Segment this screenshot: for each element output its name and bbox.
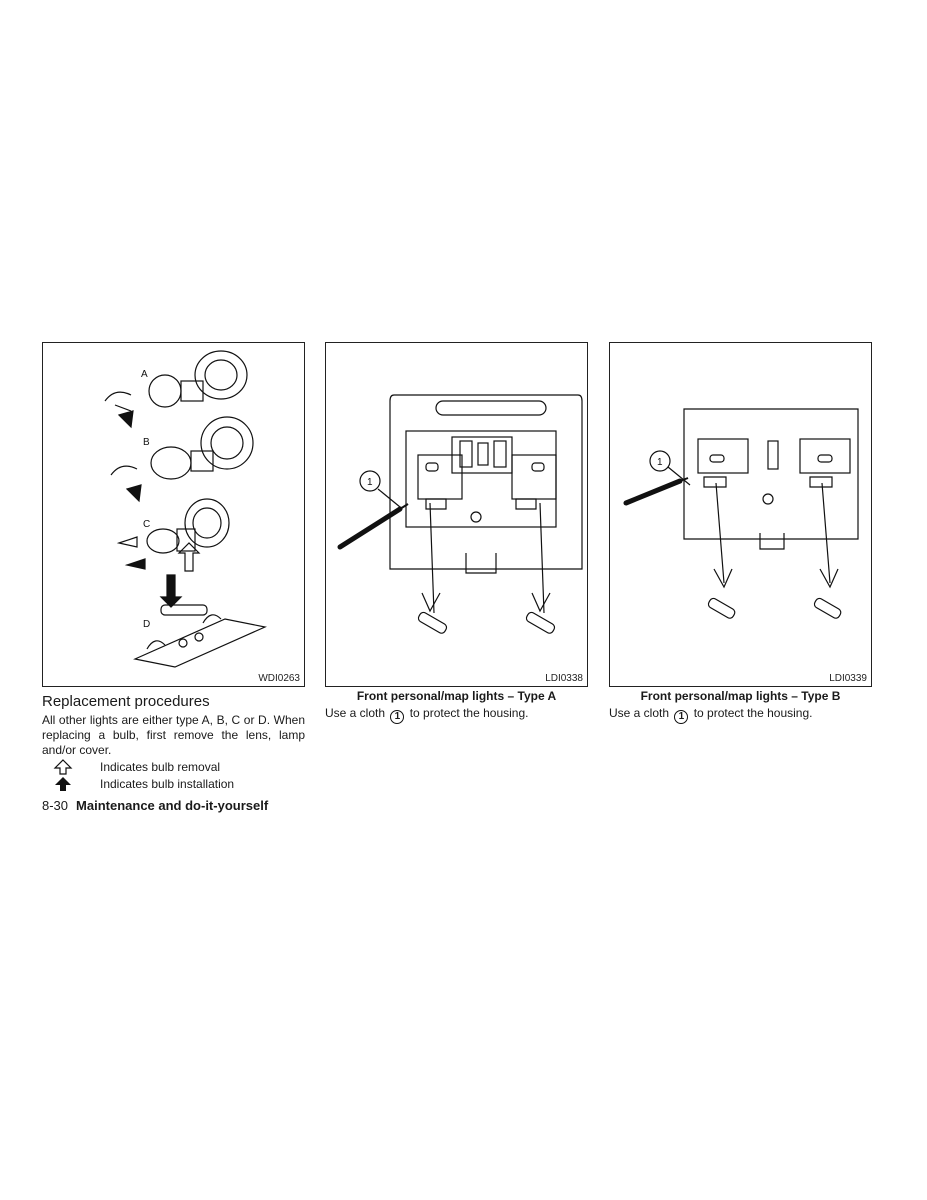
type-a-instruction: Use a cloth 1 to protect the housing. (325, 706, 595, 724)
legend-removal: Indicates bulb removal (52, 759, 220, 775)
legend-installation: Indicates bulb installation (52, 776, 234, 792)
figure-id: WDI0263 (258, 673, 300, 684)
outline-arrow-up-icon (53, 759, 73, 775)
type-b-caption: Front personal/map lights – Type B (640, 689, 841, 703)
bulb-types-figure: A B C D (42, 342, 305, 687)
callout-number: 1 (390, 710, 405, 724)
label-d: D (143, 619, 150, 630)
page-number: 8-30 (42, 798, 69, 813)
bulb-types-illustration: A B C D (104, 350, 267, 668)
page-footer: 8-30 Maintenance and do-it-yourself (42, 798, 268, 813)
legend-installation-text: Indicates bulb installation (100, 777, 235, 791)
callout-1: 1 (367, 477, 373, 488)
figure-id: LDI0339 (829, 673, 867, 684)
section-paragraph: All other lights are either type A, B, C… (42, 713, 305, 757)
instruction-after: to protect the housing. (409, 706, 529, 720)
section-heading: Replacement procedures (42, 693, 210, 710)
instruction-before: Use a cloth (609, 706, 670, 720)
figure-id: LDI0338 (545, 673, 583, 684)
callout-number: 1 (674, 710, 689, 724)
label-a: A (141, 369, 148, 380)
type-a-illustration: 1 (337, 394, 583, 634)
chapter-title: Maintenance and do-it-yourself (76, 798, 269, 813)
type-a-figure: 1 LDI0338 (325, 342, 588, 687)
label-c: C (143, 519, 150, 530)
type-b-instruction: Use a cloth 1 to protect the housing. (609, 706, 879, 724)
label-b: B (143, 437, 150, 448)
legend-removal-text: Indicates bulb removal (100, 760, 221, 774)
solid-arrow-up-icon (55, 777, 71, 791)
type-b-figure: 1 LDI0339 (609, 342, 872, 687)
type-a-caption: Front personal/map lights – Type A (356, 689, 557, 703)
type-b-illustration: 1 (623, 408, 859, 619)
callout-1: 1 (657, 457, 663, 468)
instruction-before: Use a cloth (325, 706, 386, 720)
instruction-after: to protect the housing. (693, 706, 813, 720)
